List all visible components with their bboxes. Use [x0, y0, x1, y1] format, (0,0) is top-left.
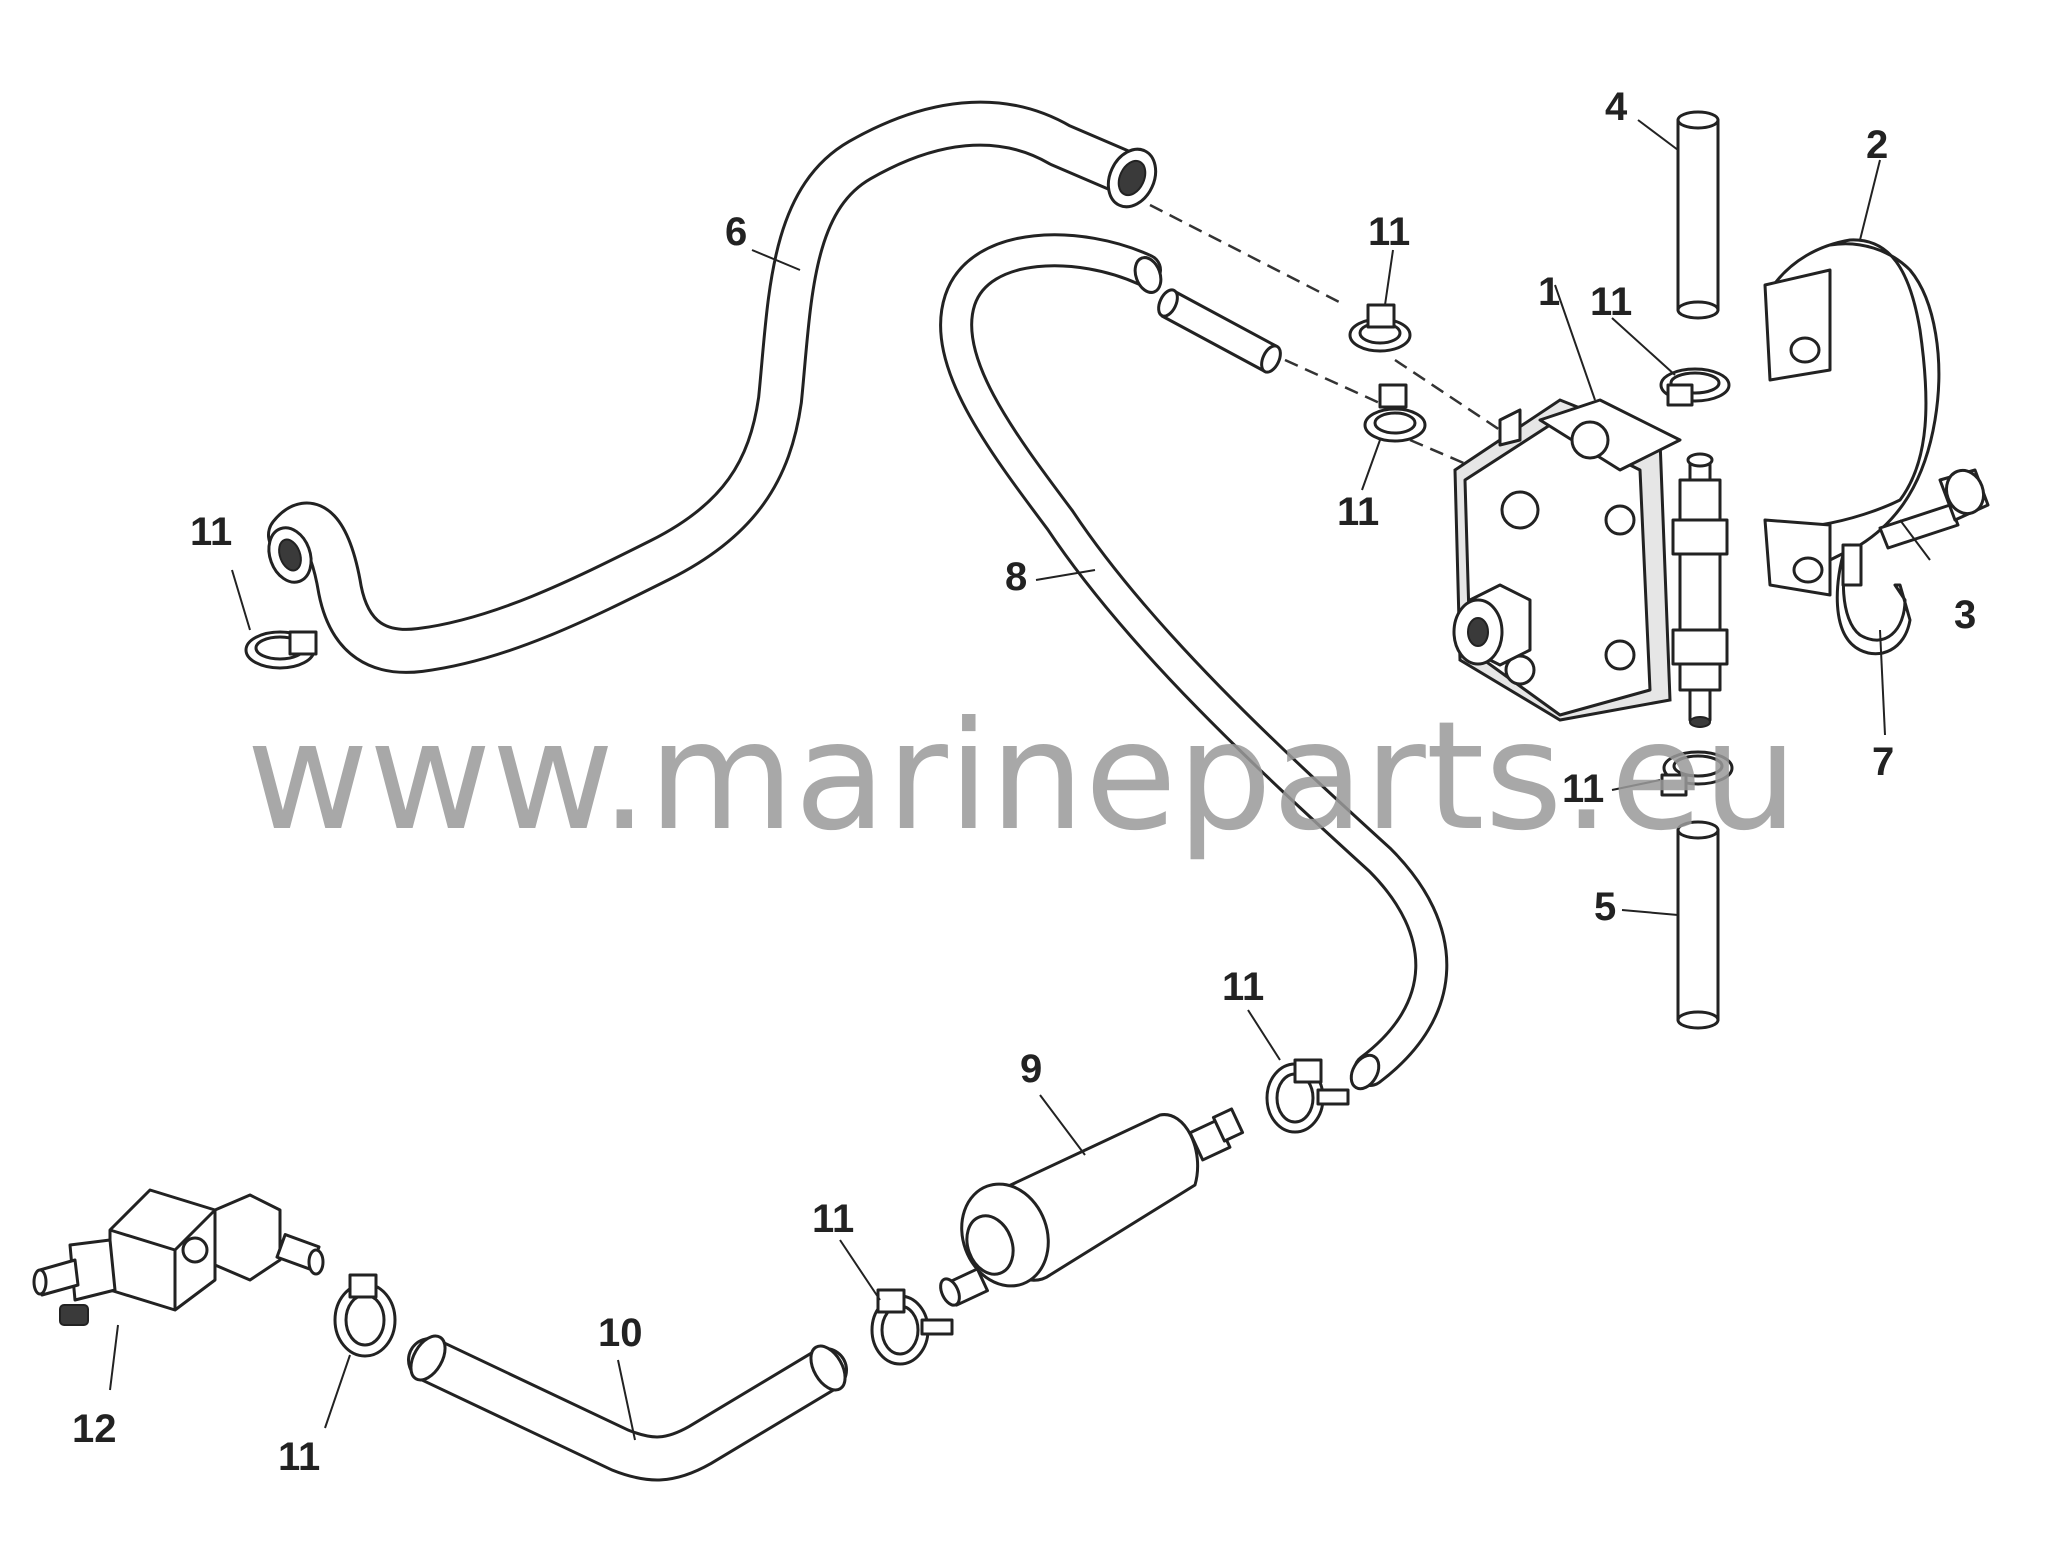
- clamp-at-filter: [870, 1288, 954, 1366]
- callout-11-filter-clamp: 11: [812, 1197, 854, 1241]
- part-2-mounting-bracket: [1763, 238, 1941, 597]
- callout-3: 3: [1954, 593, 1976, 637]
- callout-2: 2: [1866, 123, 1888, 167]
- clamp-at-hose-6: [244, 630, 318, 670]
- part-11-hose-clamps: [244, 303, 1734, 1366]
- clamp-upper-a: [1348, 303, 1412, 353]
- assembly-guide-lines: [1149, 203, 1501, 472]
- callout-11-upper-clamp: 11: [1368, 210, 1410, 254]
- hose-connector-fitting: [1157, 288, 1282, 374]
- part-3-bolt: [1878, 468, 1990, 550]
- part-4-short-hose-upper: [1676, 110, 1720, 320]
- part-8-fuel-line: [939, 233, 1449, 1091]
- callout-9: 9: [1020, 1047, 1042, 1091]
- clamp-upper-b: [1363, 383, 1427, 443]
- callout-11-line8-clamp: 11: [1222, 965, 1264, 1009]
- part-9-fuel-filter: [939, 1107, 1245, 1307]
- clamp-upper-right: [1659, 367, 1731, 407]
- callout-11-upper-right-clamp: 11: [1590, 280, 1632, 324]
- leader-lines: [109, 119, 1931, 1441]
- callout-labels: 1 2 3 4 5 6 7 8 9 10 12 11 11 11 11 11 1…: [72, 85, 1976, 1479]
- part-10-short-hose: [407, 1334, 848, 1482]
- part-1-fuel-pump: [1452, 398, 1729, 728]
- callout-11-hose6-clamp: 11: [190, 510, 232, 554]
- clamp-lower-right: [1660, 750, 1734, 797]
- callout-4: 4: [1605, 85, 1628, 129]
- callout-10: 10: [598, 1311, 643, 1355]
- watermark-text: www.marineparts.eu: [246, 690, 1798, 864]
- clamp-at-line-8: [1265, 1058, 1350, 1134]
- callout-11-lower-right-clamp: 11: [1562, 767, 1604, 811]
- part-7-p-clamp: [1835, 543, 1912, 656]
- callout-12: 12: [72, 1407, 117, 1451]
- callout-7: 7: [1872, 740, 1894, 784]
- callout-11-middle-clamp: 11: [1337, 490, 1379, 534]
- callout-5: 5: [1594, 885, 1616, 929]
- callout-1: 1: [1538, 270, 1560, 314]
- part-12-fuel-connector: [32, 1188, 325, 1326]
- callout-6: 6: [725, 210, 747, 254]
- clamp-at-hose-10: [333, 1273, 397, 1358]
- part-6-fuel-hose: [267, 100, 1158, 674]
- callout-11-hose10-clamp: 11: [278, 1435, 320, 1479]
- callout-8: 8: [1005, 555, 1027, 599]
- part-5-short-hose-lower: [1676, 820, 1720, 1030]
